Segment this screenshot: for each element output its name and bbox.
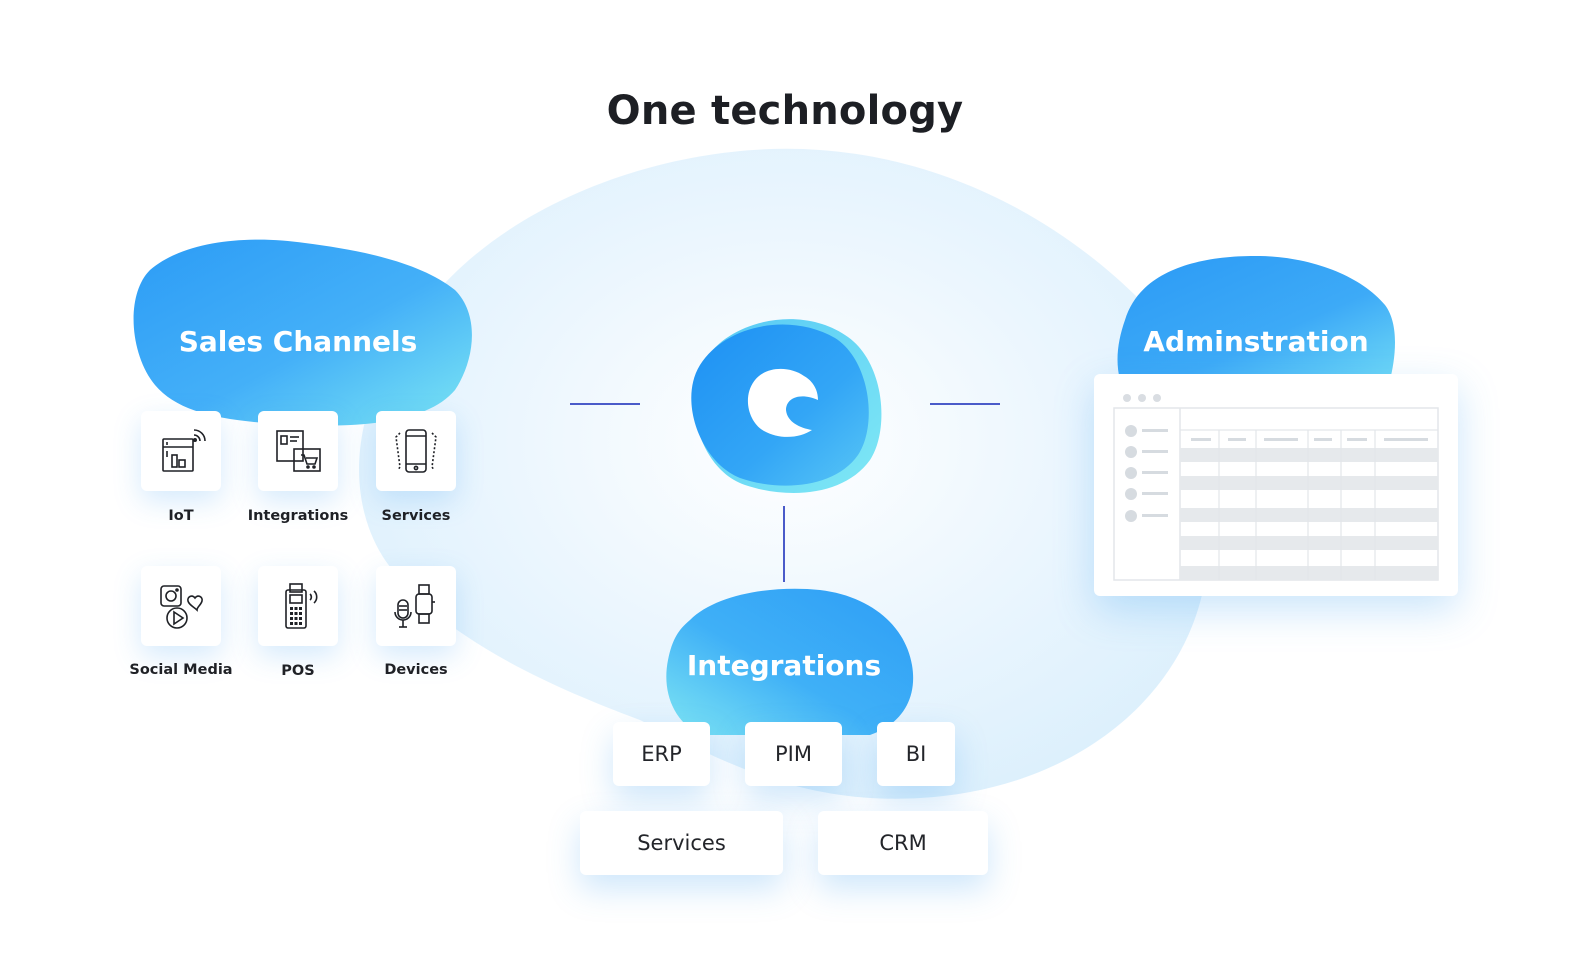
integrations-tile — [258, 411, 338, 491]
pos-label: POS — [281, 663, 315, 679]
services-chip: Services — [580, 811, 783, 875]
window-dot — [1138, 394, 1146, 402]
erp-chip: ERP — [613, 722, 710, 786]
shopware-logo-icon — [691, 319, 882, 493]
card-terminal-icon — [285, 583, 318, 629]
social-media-tile — [141, 566, 221, 646]
integrations-blob — [666, 588, 914, 735]
iot-label: IoT — [168, 508, 194, 524]
services-label: Services — [381, 508, 451, 524]
admin-table-mock — [1113, 407, 1439, 581]
window-dot — [1153, 394, 1161, 402]
devices-tile — [376, 566, 456, 646]
sales-channels-blob — [133, 239, 472, 426]
page-title: One technology — [606, 88, 964, 134]
bi-chip: BI — [877, 722, 955, 786]
administration-blob — [1117, 255, 1395, 380]
pim-chip: PIM — [745, 722, 842, 786]
administration-label: Adminstration — [1143, 325, 1369, 358]
window-dot — [1123, 394, 1131, 402]
voice-watch-devices-icon — [394, 584, 435, 628]
services-chip-label: Services — [637, 831, 726, 855]
pim-label: PIM — [775, 742, 812, 766]
smartphone-icon — [395, 429, 437, 473]
integrations-item-label: Integrations — [247, 508, 349, 524]
devices-label: Devices — [384, 662, 448, 678]
administration-window — [1094, 374, 1458, 596]
erp-label: ERP — [641, 742, 682, 766]
services-tile — [376, 411, 456, 491]
social-media-icon — [160, 585, 203, 629]
bi-label: BI — [905, 742, 927, 766]
sales-channels-label: Sales Channels — [178, 325, 418, 358]
crm-label: CRM — [879, 831, 927, 855]
smart-fridge-icon — [162, 429, 206, 472]
crm-chip: CRM — [818, 811, 988, 875]
iot-tile — [141, 411, 221, 491]
pos-tile — [258, 566, 338, 646]
integrations-label: Integrations — [686, 649, 882, 682]
web-shop-integration-icon — [276, 430, 321, 472]
social-media-label: Social Media — [129, 662, 233, 678]
